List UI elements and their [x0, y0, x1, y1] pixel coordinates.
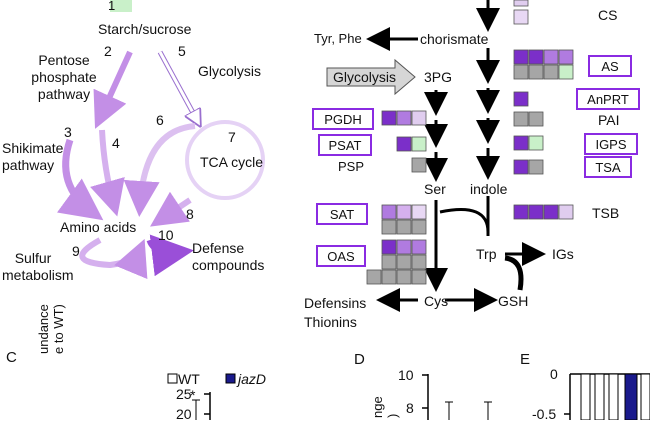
arrow-3: [57, 138, 104, 221]
psp-label: PSP: [338, 159, 365, 174]
heatmap-psp: [411, 157, 427, 173]
3pg-label: 3PG: [424, 69, 453, 85]
arrow-gsh-trp: [504, 255, 524, 291]
arrow-6: [123, 123, 196, 217]
arrow-4: [90, 129, 125, 217]
num-6: 6: [156, 112, 164, 128]
pai-label: PAI: [598, 112, 620, 128]
legend-wt-label: WT: [178, 371, 200, 387]
heatmap-anprt: [513, 91, 529, 107]
panel-e-bar-1: [580, 373, 591, 420]
green-arrow-stub: [110, 0, 132, 12]
heatmap-tsa: [513, 159, 544, 175]
panel-e-letter: E: [520, 351, 531, 368]
heatmap-tsb: [513, 204, 574, 220]
legend-jazd-swatch: [225, 373, 236, 384]
enzyme-pgdh: PGDH: [312, 108, 374, 130]
arrow-2: [93, 50, 133, 129]
panel-e-bar-3: [608, 373, 619, 420]
glycolysis-arrow: [326, 58, 416, 96]
enzyme-psat: PSAT: [318, 134, 372, 156]
tyr-phe-label: Tyr, Phe: [314, 31, 362, 46]
num-5: 5: [178, 43, 186, 59]
panel-e-bar-5: [640, 373, 650, 420]
arrow-8: [150, 191, 192, 227]
legend-jazd-label: jazD: [238, 371, 267, 387]
panel-c-star: *: [190, 387, 196, 403]
arrow-10: [146, 234, 194, 277]
enzyme-tsa: TSA: [584, 156, 632, 178]
num-2: 2: [104, 43, 112, 59]
igs-label: IGs: [552, 246, 574, 262]
heatmap-psat: [396, 136, 427, 152]
panel-e-tick-neg: -0.5: [532, 406, 557, 422]
enzyme-oas: OAS: [316, 245, 366, 267]
indole-label: indole: [470, 181, 508, 197]
heatmap-cs: [513, 0, 529, 25]
tca-label: TCA cycle: [200, 154, 264, 170]
num-1: 1: [108, 0, 116, 13]
panel-d-ylabel: nge): [370, 396, 400, 418]
panel-e-tick-0: 0: [550, 366, 558, 382]
panel-c-tick-25: 25: [176, 386, 192, 402]
panel-d-letter: D: [354, 351, 365, 368]
num-3: 3: [64, 124, 72, 140]
amino-acids-label: Amino acids: [60, 219, 137, 235]
glycolysis-right-label: Glycolysis: [333, 69, 397, 85]
cs-label: CS: [598, 7, 618, 23]
enzyme-as: AS: [588, 55, 632, 77]
tca-circle: [185, 120, 265, 200]
glycolysis-left-label: Glycolysis: [198, 63, 262, 79]
panel-d-tick-10: 10: [398, 367, 414, 383]
starch-label: Starch/sucrose: [98, 21, 192, 37]
heatmap-as: [513, 49, 574, 80]
arrow-tsb-bend: [439, 208, 490, 233]
cys-label: Cys: [424, 293, 449, 309]
ser-label: Ser: [424, 181, 446, 197]
gsh-label: GSH: [498, 293, 529, 309]
enzyme-sat: SAT: [316, 203, 368, 225]
num-8: 8: [186, 206, 194, 222]
panel-e-bar-2: [594, 373, 605, 420]
panel-d-tick-8: 8: [406, 400, 414, 416]
tsb-label: TSB: [592, 205, 620, 221]
heatmap-pai: [513, 111, 544, 127]
panel-c-tick-20: 20: [176, 406, 192, 422]
legend-wt-swatch: [167, 373, 178, 384]
arrow-9: [79, 237, 148, 280]
num-4: 4: [112, 135, 120, 151]
enzyme-anprt: AnPRT: [576, 88, 640, 110]
num-7: 7: [228, 129, 236, 145]
num-10: 10: [158, 227, 174, 243]
heatmap-sat: [381, 204, 427, 235]
panel-c-letter: C: [6, 349, 17, 366]
panel-e-bar-4: [624, 373, 638, 420]
heatmap-pgdh: [381, 110, 427, 126]
chorismate-label: chorismate: [420, 31, 489, 47]
enzyme-igps: IGPS: [584, 133, 638, 155]
trp-label: Trp: [476, 246, 497, 262]
arrow-5: [158, 51, 198, 122]
num-9: 9: [72, 243, 80, 259]
heatmap-oas: [366, 239, 427, 285]
heatmap-igps: [513, 135, 544, 151]
